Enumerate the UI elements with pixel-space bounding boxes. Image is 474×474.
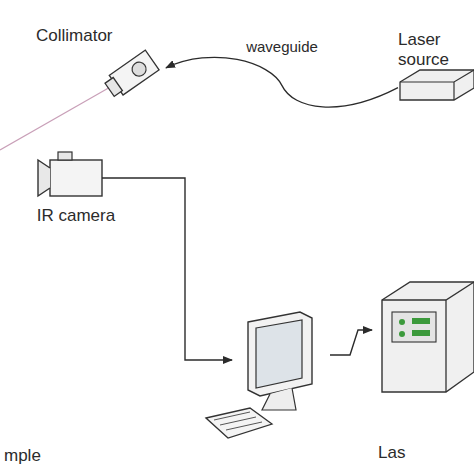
waveguide-line	[166, 57, 398, 107]
ir-camera-node: IR camera	[34, 146, 118, 246]
signal-wire	[102, 178, 232, 360]
laser-controller-label: Las	[378, 443, 474, 463]
laser-source-node: Laser source	[398, 30, 474, 102]
ir-camera-symbol	[38, 152, 102, 196]
laser-beam	[0, 86, 112, 150]
laser-controller-node: Las	[378, 278, 474, 468]
collimator-label: Collimator	[36, 26, 166, 46]
edge-label: waveguide	[244, 38, 320, 55]
ir-camera-label: IR camera	[34, 206, 118, 226]
collimator-symbol	[103, 50, 159, 99]
control-wire	[330, 330, 372, 355]
laser-source-label: Laser source	[398, 30, 474, 70]
laser-source-box	[400, 70, 474, 100]
computer-symbol	[206, 312, 312, 438]
sample-label: mple	[4, 446, 41, 466]
collimator-node: Collimator	[36, 26, 166, 102]
laser-controller-rack	[382, 282, 474, 392]
